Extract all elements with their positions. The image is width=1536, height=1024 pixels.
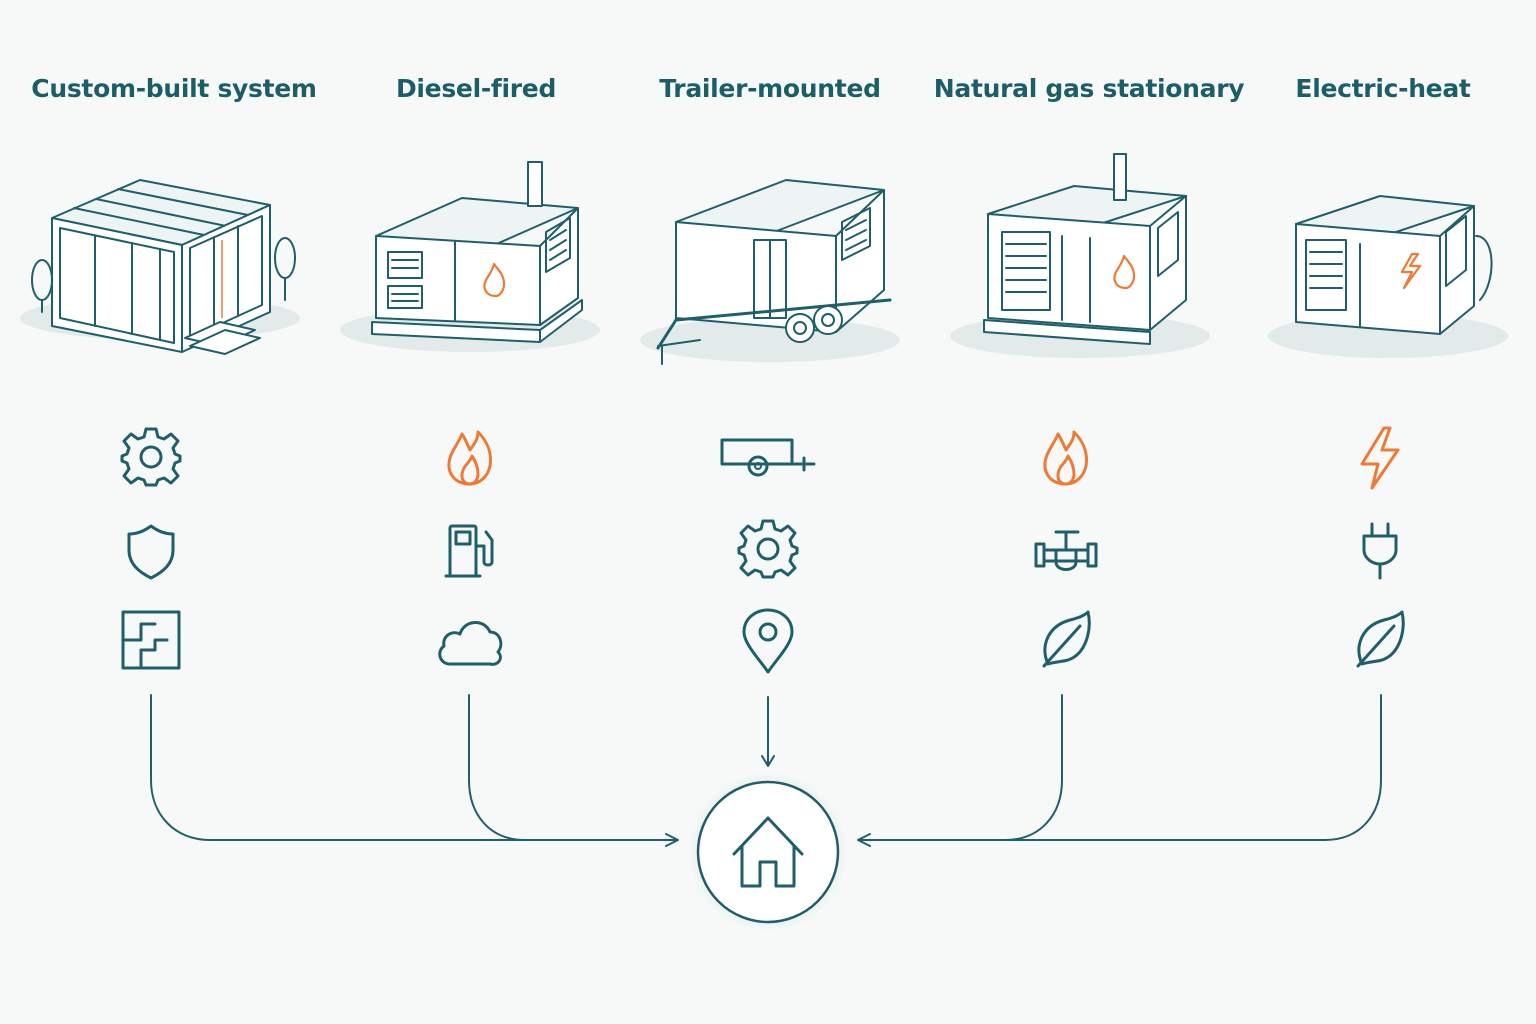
title-custom-built: Custom-built system	[31, 74, 317, 103]
natural-gas-unit-illustration	[950, 153, 1210, 358]
title-diesel-fired: Diesel-fired	[395, 74, 557, 103]
home-hub	[688, 772, 848, 932]
gas-valve-icon	[1034, 530, 1098, 571]
leaf-icon	[1356, 610, 1405, 668]
connectors	[150, 694, 1382, 847]
fuel-pump-icon	[444, 524, 494, 578]
electric-heat-unit-illustration	[1268, 195, 1508, 358]
flame-icon	[447, 430, 492, 486]
flame-icon	[1043, 430, 1088, 486]
cloud-icon	[438, 621, 503, 666]
gear-icon	[120, 427, 182, 487]
title-natural-gas: Natural gas stationary	[933, 74, 1245, 103]
custom-built-unit-illustration	[20, 179, 300, 355]
trailer-unit-illustration	[640, 179, 900, 365]
leaf-icon	[1042, 610, 1091, 668]
title-electric-heat: Electric-heat	[1295, 74, 1471, 103]
gear-icon	[737, 519, 799, 579]
home-icon	[732, 816, 804, 888]
location-pin-icon	[742, 608, 794, 674]
lightning-icon	[1360, 426, 1400, 490]
plug-icon	[1362, 522, 1398, 580]
title-trailer-mounted: Trailer-mounted	[659, 74, 881, 103]
trailer-icon	[720, 438, 816, 477]
shield-icon	[127, 524, 175, 580]
floor-plan-icon	[121, 610, 181, 670]
diesel-generator-illustration	[340, 161, 600, 352]
